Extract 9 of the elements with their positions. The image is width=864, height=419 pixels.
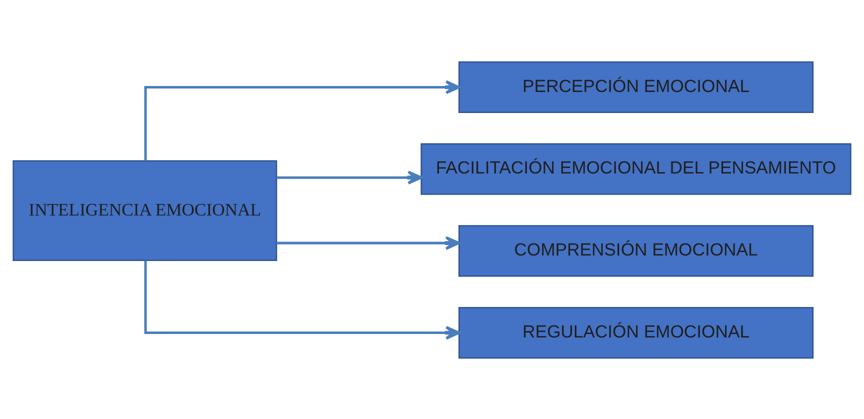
arrow [276, 170, 422, 184]
node-box: REGULACIÓN EMOCIONAL [458, 306, 814, 358]
arrow [144, 80, 460, 160]
node-box: INTELIGENCIA EMOCIONAL [12, 160, 278, 260]
node-box: PERCEPCIÓN EMOCIONAL [458, 60, 814, 113]
node-box: COMPRENSIÓN EMOCIONAL [458, 224, 814, 276]
node-box: FACILITACIÓN EMOCIONAL DEL PENSAMIENTO [420, 142, 852, 194]
arrow [276, 236, 460, 250]
arrow [144, 260, 460, 340]
